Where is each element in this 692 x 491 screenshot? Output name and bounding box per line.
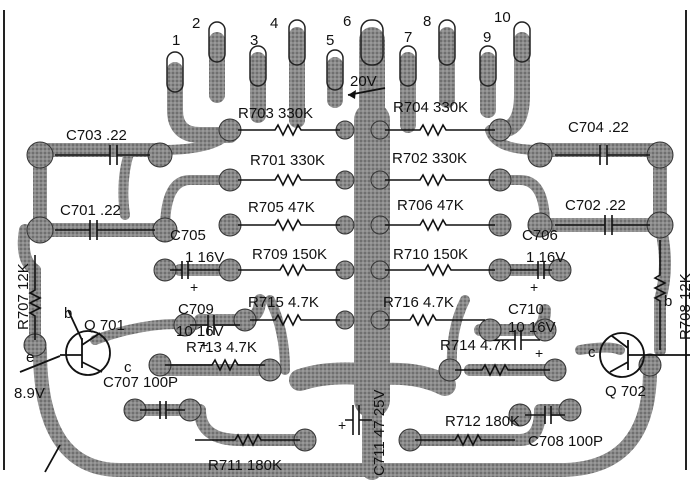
q702-collector-label: c [588,344,596,361]
transistor-q702 [599,332,690,378]
q701-emitter-label: e [26,349,34,366]
svg-text:+: + [338,417,346,433]
supply-arrow-head [348,90,356,99]
c704-label: C704 .22 [568,119,629,136]
pin-5-label: 5 [326,32,334,49]
svg-text:+: + [200,337,208,353]
r715-label: R715 4.7K [248,294,319,311]
c706-label: C706 [522,227,558,244]
r705-label: R705 47K [248,199,315,216]
pin-8-label: 8 [423,13,431,30]
c710-label: C710 [508,301,544,318]
q702-base-label: b [664,293,672,310]
resistor-symbols [28,123,667,447]
pin-4-label: 4 [270,15,278,32]
capacitor-polarity-marks: + + + + + [190,279,543,433]
svg-text:+: + [530,279,538,295]
r706-label: R706 47K [397,197,464,214]
capacitor-symbols [55,145,650,435]
c703-label: C703 .22 [66,127,127,144]
r716-label: R716 4.7K [383,294,454,311]
c710-value: 10 16V [508,319,556,336]
connector-fingers [166,19,531,93]
pin-3-label: 3 [250,32,258,49]
q701-base-label: b [64,305,72,322]
r710-label: R710 150K [393,246,468,263]
c709-value: 10 16V [176,323,224,340]
pin-9-label: 9 [483,29,491,46]
r703-label: R703 330K [238,105,313,122]
q702-label: Q 702 [605,383,646,400]
transistor-q701 [19,309,111,473]
pin-2-label: 2 [192,15,200,32]
r708-label: R708 12K [677,273,692,340]
pin-7-label: 7 [404,29,412,46]
pin-1-label: 1 [172,32,180,49]
svg-text:+: + [190,279,198,295]
r707-label: R707 12K [15,263,32,330]
c711-label: C711 47 25V [371,390,388,476]
r702-label: R702 330K [392,150,467,167]
q701-collector-label: c [124,359,132,376]
c706-value: 1 16V [526,249,565,266]
r701-label: R701 330K [250,152,325,169]
q701-label: Q 701 [84,317,125,334]
c708-label: C708 100P [528,433,603,450]
c705-value: 1 16V [185,249,224,266]
r711-label: R711 180K [208,457,282,474]
c709-label: C709 [178,301,214,318]
r714-label: R714 4.7K [440,337,511,354]
r712-label: R712 180K [445,413,520,430]
c702-label: C702 .22 [565,197,626,214]
pin-10-label: 10 [494,9,511,26]
c707-label: C707 100P [103,374,178,391]
c701-label: C701 .22 [60,202,121,219]
svg-text:+: + [535,345,543,361]
r709-label: R709 150K [252,246,327,263]
c705-label: C705 [170,227,206,244]
r704-label: R704 330K [393,99,468,116]
voltage-8-9v-label: 8.9V [14,385,45,402]
supply-20v-label: 20V [350,73,377,90]
pin-6-label: 6 [343,13,351,30]
r713-label: R713 4.7K [186,339,257,356]
solder-pads [23,118,674,452]
